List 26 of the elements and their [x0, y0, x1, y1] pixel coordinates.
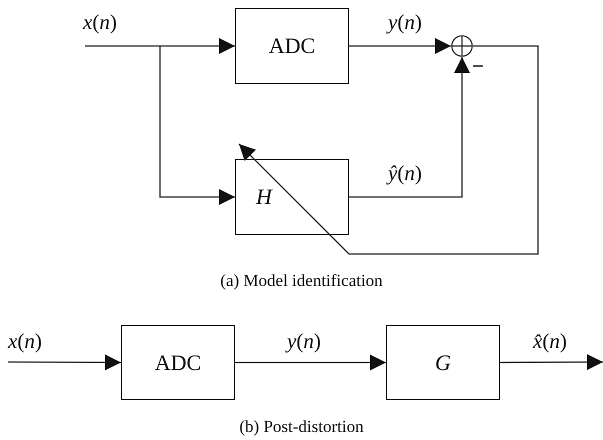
subfigure-caption: (b) Post-distortion	[239, 417, 364, 436]
arrow	[349, 57, 470, 198]
signal-label: ŷ(n)	[388, 163, 422, 184]
arrow	[159, 46, 235, 205]
arrow	[349, 38, 451, 54]
process-box	[386, 325, 500, 400]
arrow	[238, 45, 539, 255]
sign-label: −	[472, 56, 484, 77]
subfigure-caption: (a) Model identification	[220, 271, 383, 290]
signal-label: x(n)	[83, 12, 117, 33]
arrow	[8, 354, 121, 370]
signal-label: y(n)	[388, 12, 422, 33]
summing-junction	[451, 35, 473, 57]
block-label: G	[435, 350, 451, 376]
signal-label: y(n)	[287, 331, 321, 352]
process-box	[121, 325, 235, 400]
arrow	[235, 354, 386, 370]
process-box	[235, 159, 349, 235]
signal-label: x̂(n)	[533, 331, 567, 352]
block-label: ADC	[154, 350, 202, 376]
process-box	[235, 8, 349, 84]
block-label: ADC	[268, 33, 316, 59]
block-label: H	[256, 184, 272, 210]
arrow	[85, 38, 235, 54]
arrow	[500, 354, 603, 370]
signal-label: x(n)	[8, 331, 42, 352]
